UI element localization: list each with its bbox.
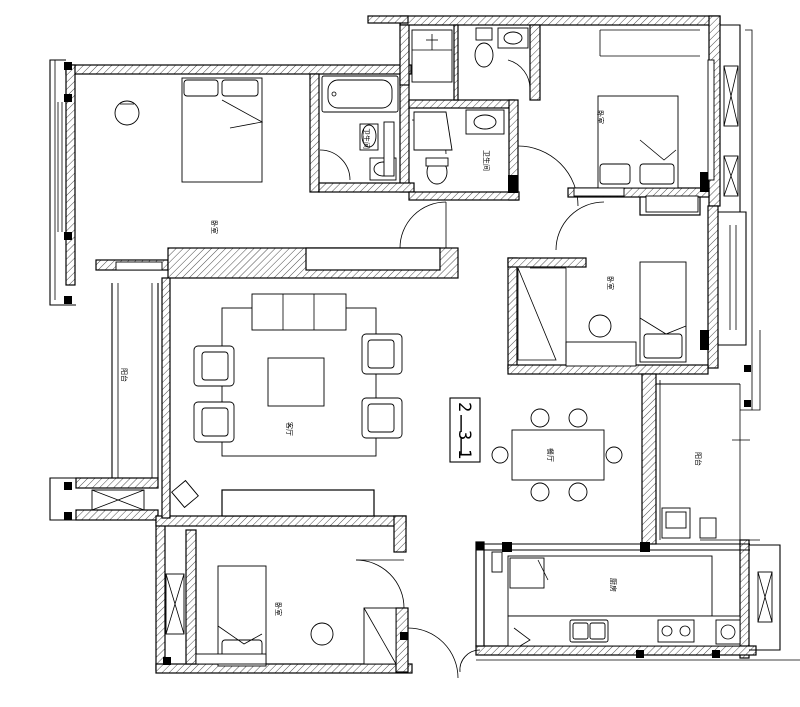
room-labels: 卧室 卧室 卧室 卧室 客厅 餐厅 厨房 阳台 阳台 卫生间 卫生间 bbox=[120, 110, 703, 616]
label-master-bedroom: 卧室 bbox=[210, 220, 219, 234]
unit-tag-dash1: | bbox=[456, 413, 466, 433]
unit-tag-dash2: | bbox=[456, 435, 466, 455]
label-bathroom-b: 卫生间 bbox=[482, 150, 491, 171]
label-bedroom-ne: 卧室 bbox=[596, 110, 605, 124]
label-west-balcony: 阳台 bbox=[120, 368, 129, 382]
bath-a-fixtures bbox=[321, 75, 399, 181]
label-dining-room: 餐厅 bbox=[546, 448, 555, 462]
bath-b-fixtures bbox=[411, 27, 529, 185]
ne-bedroom-furniture bbox=[573, 29, 715, 213]
living-room-furniture bbox=[171, 293, 403, 509]
east-windows bbox=[718, 24, 781, 651]
unit-tag: 2 | 3 | 1 bbox=[449, 397, 481, 463]
label-living-room: 客厅 bbox=[285, 422, 294, 436]
unit-tag-line2: 3 bbox=[454, 430, 474, 440]
master-bedroom-furniture bbox=[114, 77, 264, 271]
label-bedroom-e: 卧室 bbox=[606, 276, 615, 290]
east-balcony-fixtures bbox=[656, 383, 750, 540]
west-balcony-structure bbox=[49, 59, 159, 521]
unit-tag-line3: 1 bbox=[454, 449, 474, 459]
label-bathroom-a: 卫生间 bbox=[362, 128, 371, 149]
unit-tag-line1: 2 bbox=[454, 402, 474, 412]
label-east-balcony: 阳台 bbox=[694, 452, 703, 466]
kitchen-fixtures bbox=[491, 551, 741, 647]
e-bedroom-furniture bbox=[517, 261, 687, 367]
label-kitchen: 厨房 bbox=[609, 578, 618, 592]
misc-lines bbox=[476, 380, 800, 661]
sw-bedroom-furniture bbox=[165, 529, 397, 667]
columns bbox=[163, 172, 720, 665]
label-bedroom-sw: 卧室 bbox=[274, 602, 283, 616]
dining-furniture bbox=[491, 408, 623, 502]
